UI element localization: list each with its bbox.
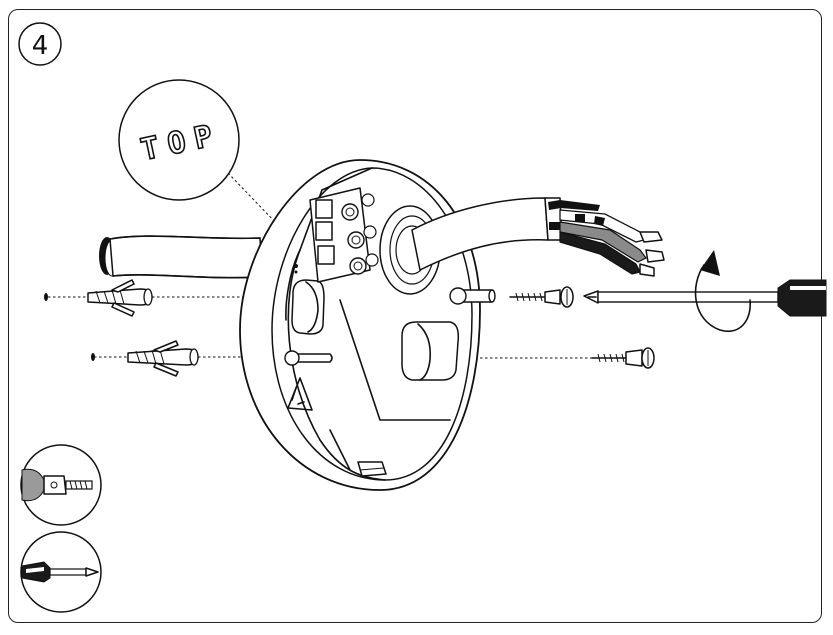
screw [591,347,655,369]
wall-plug [87,279,153,317]
screw [509,286,574,308]
screwdriver-tool-badge: screwdriver-icon [20,531,102,613]
mounting-base [239,159,496,491]
step-number-badge: 4 [18,22,62,66]
cable-from-wall [99,235,263,279]
step-number: 4 [32,31,49,61]
terminal-block [294,187,379,283]
screwdriver [583,250,827,333]
wall-hole [44,293,48,301]
wall-hole [91,353,95,361]
electrical-cable [411,197,665,277]
top-marking-callout: TOP [118,79,301,249]
drill-tool-badge: drill-icon [20,444,102,526]
wall-plug [127,340,199,377]
